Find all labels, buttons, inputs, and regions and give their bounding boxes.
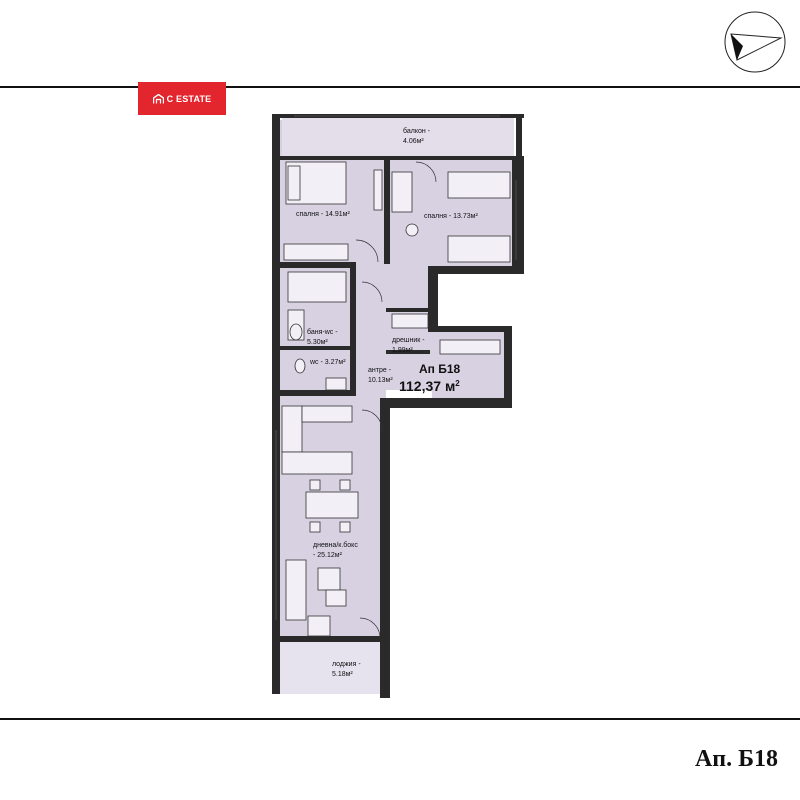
wardrobe-area: 1.99м²	[392, 347, 413, 354]
apartment-area-value: 112,37 м	[399, 378, 455, 394]
living-fixtures	[285, 559, 347, 637]
hall-name: антре -	[368, 367, 392, 374]
door-swings	[355, 161, 437, 639]
bedroom2-label: спалня - 13.73м²	[424, 213, 478, 220]
compass-icon	[724, 11, 786, 73]
loggia-area: 5.18м²	[332, 671, 353, 678]
bedroom1-furniture	[283, 161, 383, 261]
windows	[275, 115, 517, 620]
brand-name: C ESTATE	[166, 93, 212, 104]
top-rule	[0, 86, 800, 88]
dining-fixtures	[305, 479, 359, 533]
balcony-floor	[282, 118, 514, 156]
bathroom-area: 5.30м²	[307, 339, 328, 346]
bottom-rule	[0, 718, 800, 720]
brand-badge: C ESTATE	[138, 82, 226, 115]
loggia-floor	[280, 642, 386, 694]
wardrobe-fixtures	[391, 313, 501, 355]
wardrobe-name: дрешник -	[392, 337, 425, 344]
balcony-name: балкон -	[403, 127, 431, 135]
wc-fixtures	[294, 358, 347, 391]
bedroom2-furniture	[391, 171, 511, 263]
living-name: дневна/к.бокс	[313, 541, 358, 549]
brand-logo-icon	[152, 93, 164, 103]
balcony-area: 4.06м²	[403, 138, 424, 145]
bathroom-name: баня-wc -	[307, 328, 338, 336]
kitchen-fixtures	[281, 405, 353, 475]
apartment-area-exp: 2	[455, 379, 460, 388]
footer-title: Ап. Б18	[694, 746, 778, 772]
living-area: - 25.12м²	[313, 552, 343, 559]
hall-area: 10.13м²	[368, 377, 393, 384]
bedroom1-label: спалня - 14.91м²	[296, 211, 350, 218]
loggia-name: лоджия -	[332, 661, 361, 668]
apartment-id: Ап Б18	[419, 362, 461, 376]
apartment-area: 112,37 м2	[399, 378, 460, 394]
wc-label: wc - 3.27м²	[309, 359, 346, 366]
bathroom-fixtures	[287, 271, 347, 341]
